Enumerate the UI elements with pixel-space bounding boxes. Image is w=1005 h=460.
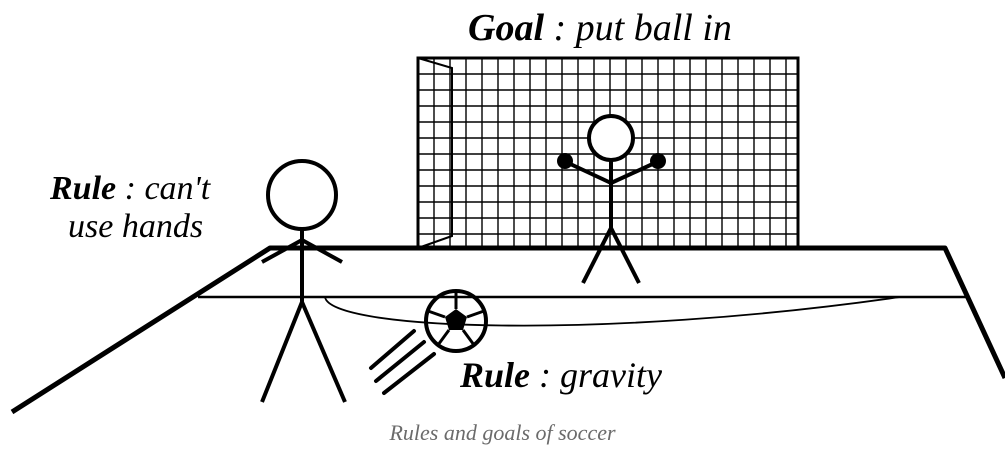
rule-hands-label-key: Rule <box>50 170 116 207</box>
player-stick-figure <box>262 161 345 402</box>
goal-label-text: : put ball in <box>544 7 732 49</box>
rule-hands-label-text-line1: : can't <box>116 170 210 207</box>
goal-label: Goal : put ball in <box>468 8 732 48</box>
rule-gravity-label: Rule : gravity <box>460 355 662 395</box>
goal-label-key: Goal <box>468 7 544 49</box>
rule-gravity-label-key: Rule <box>460 355 530 395</box>
ball-motion-lines <box>371 331 434 393</box>
figure-caption: Rules and goals of soccer <box>0 420 1005 446</box>
rule-hands-label: Rule : can't use hands <box>50 170 210 246</box>
rule-gravity-label-text: : gravity <box>530 355 662 395</box>
goalkeeper-stick-figure <box>559 116 664 283</box>
rule-hands-label-text-line2: use hands <box>50 208 210 246</box>
soccer-ball <box>426 291 486 351</box>
net-side-panel <box>418 58 452 248</box>
